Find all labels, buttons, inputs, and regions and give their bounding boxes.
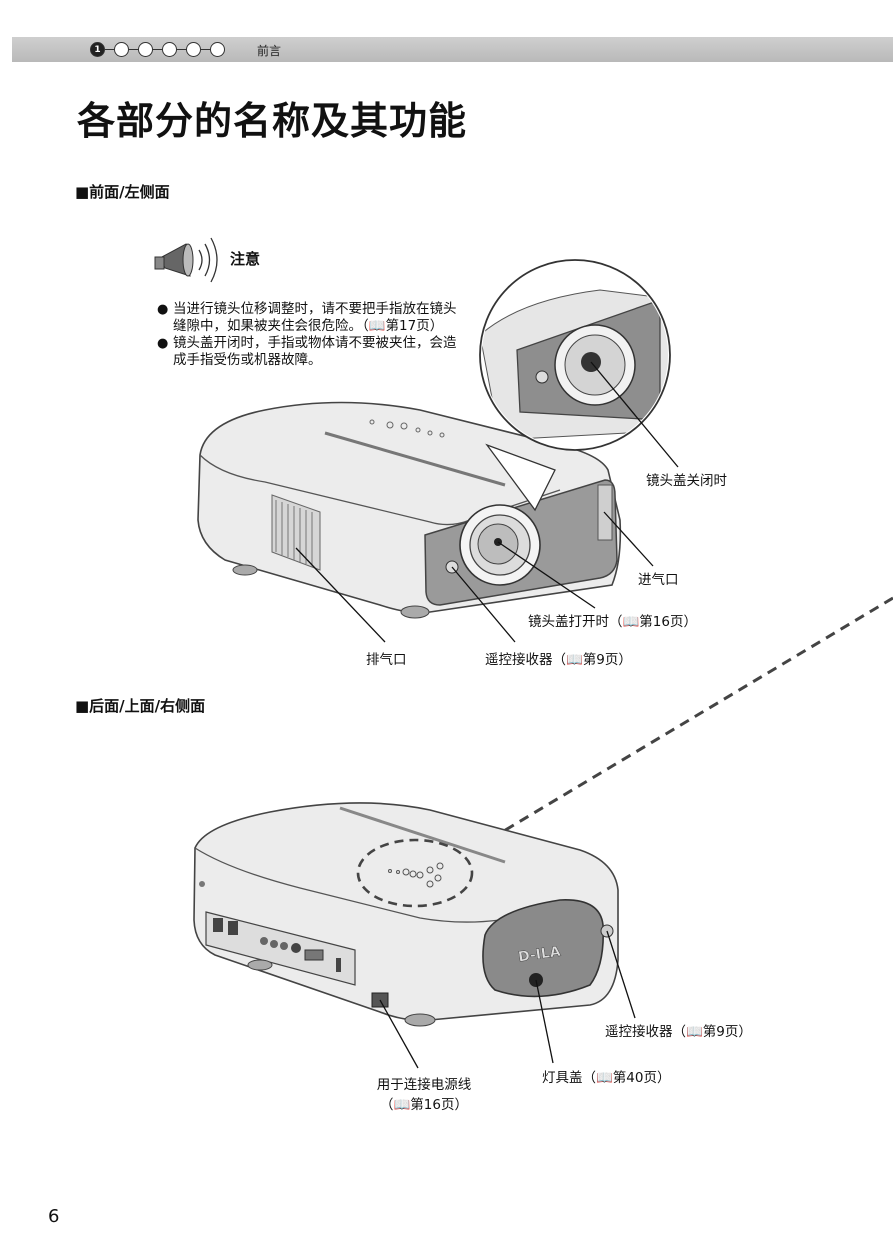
lens-open: [459, 504, 541, 586]
rear-leader-lines: [379, 930, 636, 1069]
lens-closeup-bubble: [479, 259, 671, 512]
megaphone-icon: [154, 237, 218, 283]
label-lens-cover-open: 镜头盖打开时（📖第16页）: [528, 614, 697, 630]
chapter-steps: 1: [90, 41, 225, 58]
label-power-line-1: 用于连接电源线: [376, 1077, 472, 1093]
step-4: [162, 42, 177, 57]
caution-item: 当进行镜头位移调整时，请不要把手指放在镜头缝隙中，如果被夹住会很危险。（📖第17…: [157, 301, 457, 335]
label-remote-sensor-front: 遥控接收器（📖第9页）: [485, 652, 632, 668]
projector-rear-view: D-ILA: [193, 802, 619, 1027]
label-remote-sensor-rear: 遥控接收器（📖第9页）: [605, 1024, 752, 1040]
step-5: [186, 42, 201, 57]
step-6: [210, 42, 225, 57]
front-leader-lines: [295, 361, 679, 643]
caution-title: 注意: [230, 250, 261, 268]
label-power-line-2: （📖第16页）: [380, 1097, 468, 1113]
zoom-pointer: [461, 596, 893, 858]
exhaust-grille: [271, 494, 321, 571]
label-intake: 进气口: [638, 572, 679, 588]
step-connector: [153, 48, 162, 51]
caution-item: 镜头盖开闭时，手指或物体请不要被夹住，会造成手指受伤或机器故障。: [157, 335, 457, 369]
chapter-bar: 1 前言: [12, 37, 893, 62]
step-2: [114, 42, 129, 57]
step-connector: [201, 48, 210, 51]
step-connector: [129, 48, 138, 51]
lamp-cover: D-ILA: [482, 899, 605, 998]
step-connector: [105, 48, 114, 51]
chapter-name: 前言: [257, 44, 282, 58]
label-exhaust: 排气口: [366, 652, 407, 668]
step-3: [138, 42, 153, 57]
front-section-heading: ■前面/左侧面: [75, 183, 170, 201]
dila-logo: D-ILA: [517, 944, 562, 966]
page-title: 各部分的名称及其功能: [77, 99, 468, 143]
step-connector: [177, 48, 186, 51]
step-1: 1: [90, 42, 105, 57]
label-lens-cover-closed: 镜头盖关闭时: [646, 473, 727, 489]
label-lamp-cover: 灯具盖（📖第40页）: [542, 1070, 671, 1086]
label-power-cord: 用于连接电源线 （📖第16页）: [364, 1073, 484, 1113]
rear-section-heading: ■后面/上面/右侧面: [75, 697, 206, 715]
caution-list: 当进行镜头位移调整时，请不要把手指放在镜头缝隙中，如果被夹住会很危险。（📖第17…: [157, 301, 457, 369]
page-number: 6: [48, 1206, 60, 1227]
